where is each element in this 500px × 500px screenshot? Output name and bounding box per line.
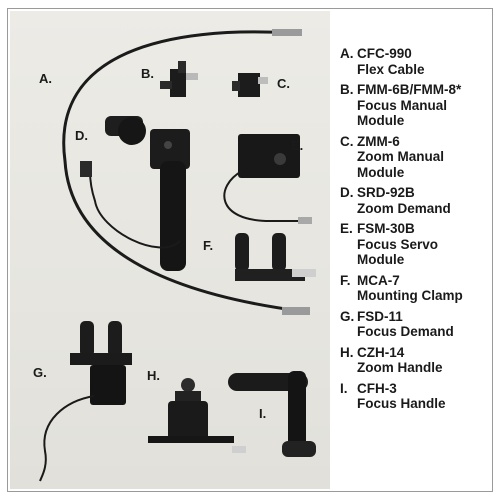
legend-letter: E. <box>340 221 353 236</box>
mounting-clamp-f <box>235 233 316 281</box>
photo-label-f: F. <box>203 238 214 253</box>
legend-item-b: B. FMM-6B/FMM-8* Focus Manual Module <box>340 82 490 129</box>
legend-text: CZH-14 Zoom Handle <box>357 345 490 376</box>
legend-text: FMM-6B/FMM-8* Focus Manual Module <box>357 82 490 129</box>
legend-description: Focus Manual <box>357 97 448 113</box>
focus-servo-module-e <box>223 134 312 224</box>
photo-label-d: D. <box>75 128 88 143</box>
focus-demand-g <box>39 321 132 482</box>
photo-label-i: I. <box>259 406 267 421</box>
legend-item-i: I. CFH-3 Focus Handle <box>340 381 490 412</box>
legend-text: FSD-11 Focus Demand <box>357 309 490 340</box>
legend-description: Focus Servo <box>357 236 439 252</box>
legend-description: Zoom Handle <box>357 360 443 375</box>
legend-letter: C. <box>340 133 354 149</box>
legend-model: FMM-6B/FMM-8* <box>357 82 462 97</box>
legend-item-h: H. CZH-14 Zoom Handle <box>340 345 490 376</box>
legend-letter: B. <box>340 82 354 97</box>
legend-model: MCA-7 <box>357 272 400 288</box>
legend-letter: A. <box>340 46 354 61</box>
flex-cable-a <box>62 29 310 315</box>
legend-letter: D. <box>340 185 354 200</box>
legend-model: CFC-990 <box>357 46 412 61</box>
product-illustration <box>39 29 316 482</box>
legend-item-f: F. MCA-7 Mounting Clamp <box>340 273 490 304</box>
legend-description: Module <box>357 113 405 128</box>
legend-model: CZH-14 <box>357 344 405 360</box>
legend-description: Zoom Manual <box>357 149 444 164</box>
legend-model: FSM-30B <box>357 221 415 236</box>
legend-description: Focus Handle <box>357 396 446 411</box>
legend-model: SRD-92B <box>357 185 415 200</box>
legend-item-a: A. CFC-990 Flex Cable <box>340 46 490 77</box>
legend-description: Mounting Clamp <box>357 288 463 303</box>
product-photo: A. B. C. D. E. F. G. H. I. <box>10 11 330 489</box>
photo-label-e: E. <box>291 138 304 153</box>
photo-label-h: H. <box>147 368 160 383</box>
zoom-manual-module-c <box>232 73 268 97</box>
legend-text: CFC-990 Flex Cable <box>357 46 490 77</box>
legend-text: SRD-92B Zoom Demand <box>357 185 490 216</box>
legend-description: Module <box>357 164 405 180</box>
legend-letter: I. <box>340 380 348 396</box>
focus-manual-module-b <box>160 61 198 97</box>
legend-letter: G. <box>340 308 355 324</box>
legend-model: FSD-11 <box>357 308 403 324</box>
legend-text: FSM-30B Focus Servo Module <box>357 221 490 268</box>
legend-description: Flex Cable <box>357 61 425 77</box>
legend-text: MCA-7 Mounting Clamp <box>357 273 490 304</box>
legend-description: Focus Demand <box>357 324 454 339</box>
parts-legend: A. CFC-990 Flex Cable B. FMM-6B/FMM-8* F… <box>340 46 490 417</box>
legend-model: ZMM-6 <box>357 133 400 149</box>
legend-item-e: E. FSM-30B Focus Servo Module <box>340 221 490 268</box>
photo-label-c: C. <box>277 76 290 91</box>
legend-item-d: D. SRD-92B Zoom Demand <box>340 185 490 216</box>
legend-item-c: C. ZMM-6 Zoom Manual Module <box>340 134 490 181</box>
legend-letter: F. <box>340 272 351 288</box>
photo-label-a: A. <box>39 71 52 86</box>
legend-text: CFH-3 Focus Handle <box>357 381 490 412</box>
legend-description: Module <box>357 252 405 267</box>
legend-model: CFH-3 <box>357 380 397 396</box>
zoom-demand-d <box>80 116 190 271</box>
legend-item-g: G. FSD-11 Focus Demand <box>340 309 490 340</box>
photo-label-b: B. <box>141 66 154 81</box>
photo-label-g: G. <box>33 365 47 380</box>
legend-letter: H. <box>340 344 354 360</box>
legend-text: ZMM-6 Zoom Manual Module <box>357 134 490 181</box>
legend-description: Zoom Demand <box>357 200 451 216</box>
focus-handle-i <box>228 371 316 457</box>
zoom-handle-h <box>148 378 246 453</box>
